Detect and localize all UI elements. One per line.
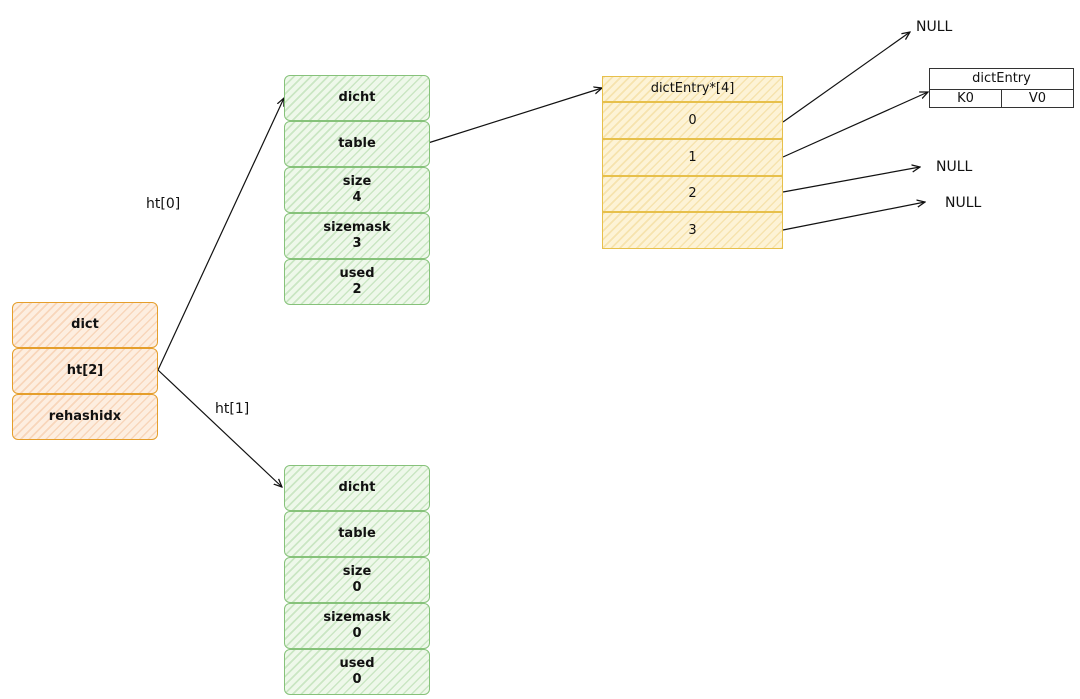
ht0-edge-label: ht[0] [146, 196, 181, 212]
array-slot-2-label: 2 [688, 186, 697, 201]
arrow-table-to-array [427, 88, 602, 144]
arrow-slot3-null [782, 202, 925, 231]
array-slot-0: 0 [602, 102, 783, 139]
array-slot-0-label: 0 [688, 112, 697, 128]
ht1-size: size 0 [284, 557, 430, 603]
arrow-ht0 [157, 98, 284, 371]
arrow-slot1-entry [782, 92, 928, 158]
ht0-table-label: table [338, 136, 376, 151]
ht0-size: size 4 [284, 167, 430, 213]
entry-value-label: V0 [1028, 90, 1047, 106]
array-slot-2: 2 [602, 176, 783, 212]
ht1-sizemask-value: 0 [352, 626, 362, 641]
ht1-size-label: size [342, 564, 372, 579]
dict-header-label: dict [71, 317, 99, 332]
entry-value: V0 [1001, 89, 1074, 108]
arrow-slot0-null [782, 32, 910, 123]
entry-key: K0 [929, 89, 1002, 108]
array-header: dictEntry*[4] [602, 76, 783, 102]
ht0-sizemask: sizemask 3 [284, 213, 430, 259]
ht0-sizemask-value: 3 [352, 236, 362, 251]
ht1-table: table [284, 511, 430, 557]
array-slot-1-label: 1 [688, 149, 697, 165]
ht0-dicht-label: dicht [338, 90, 376, 105]
dict-rehashidx-label: rehashidx [48, 409, 122, 424]
dict-ht-field: ht[2] [12, 348, 158, 394]
arrow-slot2-null [782, 167, 920, 193]
ht1-used-value: 0 [352, 672, 362, 687]
array-slot-3: 3 [602, 212, 783, 249]
entry-title: dictEntry [929, 68, 1074, 90]
ht0-used-label: used [339, 266, 375, 281]
array-header-label: dictEntry*[4] [650, 81, 735, 96]
null-label-slot2: NULL [936, 159, 973, 175]
array-slot-3-label: 3 [688, 222, 697, 238]
dict-header: dict [12, 302, 158, 348]
ht0-table: table [284, 121, 430, 167]
array-slot-1: 1 [602, 139, 783, 176]
null-label-slot3: NULL [945, 195, 982, 211]
ht1-used: used 0 [284, 649, 430, 695]
ht0-dicht: dicht [284, 75, 430, 121]
entry-title-label: dictEntry [972, 71, 1031, 86]
ht1-sizemask-label: sizemask [323, 610, 391, 625]
ht1-sizemask: sizemask 0 [284, 603, 430, 649]
ht1-dicht-label: dicht [338, 480, 376, 495]
ht0-size-label: size [342, 174, 372, 189]
dict-ht-label: ht[2] [66, 363, 104, 378]
entry-key-label: K0 [957, 90, 974, 106]
ht0-used: used 2 [284, 259, 430, 305]
ht0-sizemask-label: sizemask [323, 220, 391, 235]
null-label-slot0: NULL [916, 19, 953, 35]
ht1-dicht: dicht [284, 465, 430, 511]
ht1-size-value: 0 [352, 580, 362, 595]
ht1-edge-label: ht[1] [215, 401, 250, 417]
ht0-size-value: 4 [352, 190, 362, 205]
ht1-table-label: table [338, 526, 376, 541]
ht0-used-value: 2 [352, 282, 362, 297]
ht1-used-label: used [339, 656, 375, 671]
dict-rehashidx-field: rehashidx [12, 394, 158, 440]
arrow-ht1 [157, 369, 282, 487]
